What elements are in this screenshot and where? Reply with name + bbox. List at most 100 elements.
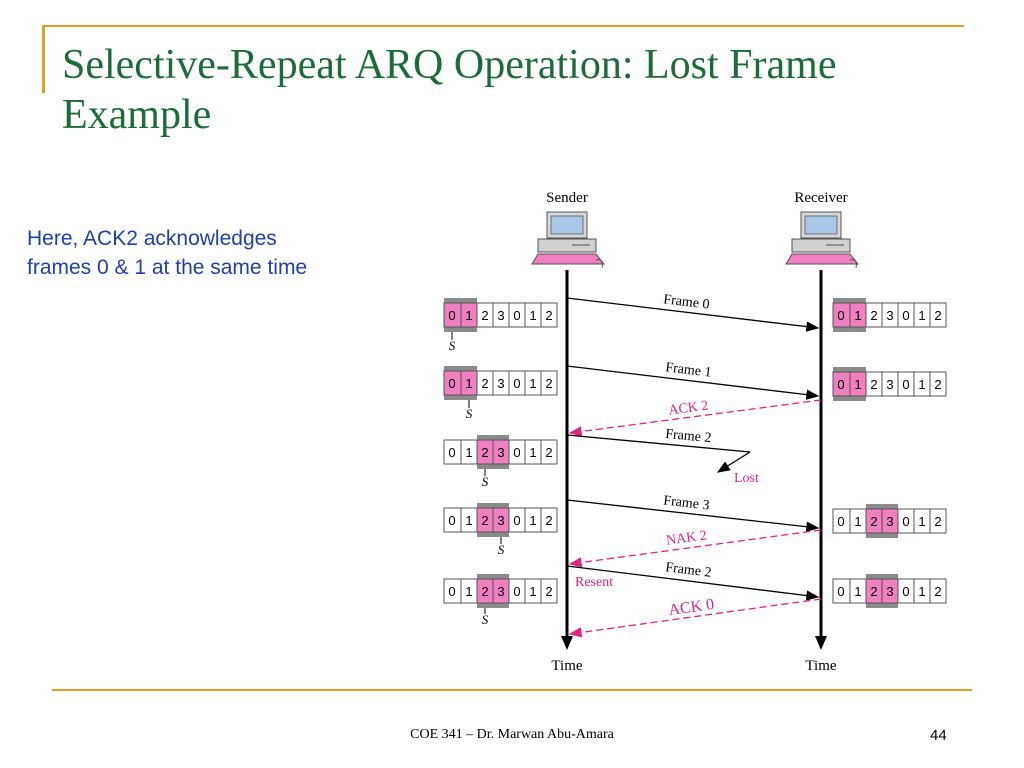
sequence-number: 0 [448, 513, 455, 528]
sequence-number: 0 [513, 513, 520, 528]
sequence-number: 2 [545, 513, 552, 528]
sequence-number: 0 [902, 584, 909, 599]
sequence-number: 1 [854, 584, 861, 599]
sequence-number: 2 [934, 584, 941, 599]
send-pointer-label: S [498, 542, 505, 557]
message-label: Frame 3 [663, 493, 711, 513]
sequence-number: 0 [513, 445, 520, 460]
sequence-number: 1 [529, 445, 536, 460]
frame-arrow [566, 365, 820, 400]
sequence-number: 1 [854, 377, 861, 392]
send-pointer-label: S [482, 474, 489, 489]
sequence-number: 1 [854, 514, 861, 529]
message-label: Frame 2 [665, 427, 712, 446]
sequence-number: 3 [497, 308, 504, 323]
sequence-number: 1 [465, 513, 472, 528]
message-frame-2-lost: Frame 2 Lost [566, 427, 759, 486]
sequence-number: 2 [934, 377, 941, 392]
sequence-number: 3 [886, 308, 893, 323]
sequence-number: 1 [529, 376, 536, 391]
sequence-number: 2 [545, 584, 552, 599]
message-frame-2-resent: Frame 2 Resent [566, 560, 820, 601]
sequence-number: 3 [886, 514, 893, 529]
sequence-number: 0 [448, 376, 455, 391]
receiver-label: Receiver [794, 190, 847, 206]
sequence-number: 2 [545, 376, 552, 391]
send-pointer-label: S [482, 612, 489, 627]
sequence-number: 0 [837, 584, 844, 599]
sequence-cell [540, 302, 558, 328]
frame-arrow [566, 565, 820, 601]
sequence-number: 0 [902, 377, 909, 392]
message-label: ACK 0 [668, 596, 716, 619]
sequence-number: 0 [837, 377, 844, 392]
message-frame-0: Frame 0 [566, 292, 820, 332]
frame-arrow [566, 499, 820, 532]
sequence-number: 2 [870, 377, 877, 392]
message-ack-0: ACK 0 [568, 596, 822, 638]
sequence-number: 0 [513, 584, 520, 599]
sequence-number: 3 [497, 445, 504, 460]
resent-label: Resent [575, 575, 613, 590]
send-pointer-label: S [449, 338, 456, 353]
sequence-number: 2 [481, 308, 488, 323]
sequence-number: 3 [886, 584, 893, 599]
sequence-number: 2 [481, 584, 488, 599]
message-label: ACK 2 [668, 398, 710, 418]
sender-window-4: 0 1 2 3 0 1 2 S [443, 503, 558, 557]
sequence-number: 1 [529, 584, 536, 599]
sequence-number: 2 [870, 308, 877, 323]
message-label: Frame 0 [663, 292, 711, 312]
sequence-number: 1 [465, 445, 472, 460]
sequence-cell [929, 371, 947, 397]
sequence-number: 0 [513, 376, 520, 391]
note-line-1: Here, ACK2 acknowledges [27, 227, 277, 250]
sequence-number: 1 [529, 308, 536, 323]
sequence-number: 0 [448, 445, 455, 460]
sequence-number: 3 [497, 376, 504, 391]
receiver-timeline-arrowhead [815, 636, 827, 650]
sequence-cell [929, 508, 947, 534]
ack-arrow [568, 399, 822, 437]
receiver-window-3: 0 1 2 3 0 1 2 [832, 504, 947, 538]
message-label: NAK 2 [665, 528, 707, 548]
sequence-number: 1 [918, 584, 925, 599]
sequence-number: 2 [934, 514, 941, 529]
sequence-number: 2 [870, 514, 877, 529]
receiver-window-1: 0 1 2 3 0 1 2 [832, 298, 947, 332]
sender-timeline-arrowhead [561, 636, 573, 650]
sequence-number: 0 [837, 308, 844, 323]
receiver-window-4: 0 1 2 3 0 1 2 [832, 574, 947, 608]
sequence-number: 2 [481, 445, 488, 460]
receiver-window-2: 0 1 2 3 0 1 2 [832, 367, 947, 401]
sequence-cell [540, 439, 558, 465]
slide-footer: COE 341 – Dr. Marwan Abu-Amara [410, 727, 614, 742]
explanation-note: Here, ACK2 acknowledges frames 0 & 1 at … [27, 224, 407, 282]
slide-title: Selective-Repeat ARQ Operation: Lost Fra… [62, 42, 837, 138]
left-accent-rule [42, 25, 45, 93]
sequence-number: 1 [918, 308, 925, 323]
sequence-number: 3 [886, 377, 893, 392]
sender-window-2: 0 1 2 3 0 1 2 S [443, 366, 558, 421]
frame-arrow [566, 297, 820, 332]
top-accent-rule [42, 25, 964, 27]
sender-time-label: Time [551, 658, 582, 674]
receiver-time-label: Time [805, 658, 836, 674]
bottom-accent-rule [52, 689, 972, 691]
message-frame-1: Frame 1 [566, 360, 820, 400]
sequence-cell [540, 370, 558, 396]
sequence-number: 2 [545, 308, 552, 323]
ack-arrow [568, 598, 822, 638]
message-ack-2: ACK 2 [568, 398, 822, 437]
sequence-number: 2 [481, 376, 488, 391]
sequence-number: 0 [448, 308, 455, 323]
sender-computer-icon [531, 211, 606, 269]
sequence-number: 3 [497, 513, 504, 528]
sequence-number: 2 [934, 308, 941, 323]
sequence-number: 0 [448, 584, 455, 599]
message-nak-2: NAK 2 [568, 528, 822, 568]
sequence-number: 1 [918, 377, 925, 392]
sequence-cell [540, 578, 558, 604]
sequence-number: 0 [837, 514, 844, 529]
sequence-number: 0 [902, 308, 909, 323]
